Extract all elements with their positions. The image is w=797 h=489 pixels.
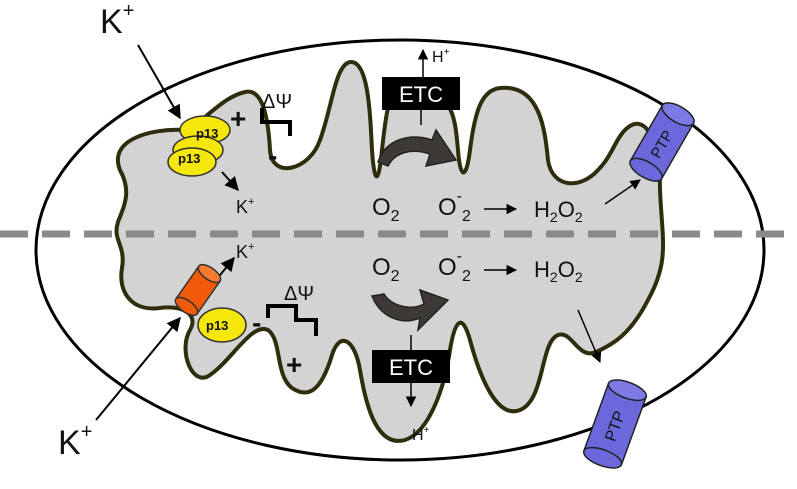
ptp-channel-top: PTP: [629, 102, 695, 182]
superoxide-bottom: O-2: [438, 248, 471, 285]
delta-psi-bottom: ΔΨ: [284, 283, 314, 305]
proton-label-bottom: H+: [412, 425, 430, 444]
delta-psi-top: ΔΨ: [262, 91, 292, 113]
plus-sign-top: +: [230, 103, 246, 134]
p13-complex-top: p13 p13: [167, 115, 231, 177]
oxygen-top: O2: [372, 194, 400, 225]
p13-label-a: p13: [196, 126, 218, 141]
delta-psi-bracket-top: [260, 108, 292, 136]
k-influx-arrow-bottom: [95, 316, 181, 421]
k-entry-arrow-top: [221, 171, 239, 192]
k-influx-arrow-top: [137, 44, 181, 120]
delta-psi-bracket-bottom: [266, 304, 318, 336]
p13-label-c: p13: [206, 318, 228, 333]
k-channel-bottom: [174, 263, 222, 317]
k-ion-bottom-outer: K+: [58, 421, 92, 462]
superoxide-top: O-2: [438, 188, 471, 225]
electron-flow-arrow-top: [377, 128, 458, 167]
minus-sign-bottom: -: [252, 307, 261, 338]
etc-label-top: ETC: [399, 82, 443, 107]
etc-box-bottom: [372, 350, 450, 383]
electron-flow-arrow-bottom: [370, 288, 450, 333]
k-ion-top-inner: K+: [236, 196, 254, 217]
plus-sign-bottom: +: [286, 349, 302, 380]
p13-label-b: p13: [178, 151, 200, 166]
inner-membrane-matrix: [114, 60, 666, 443]
oxygen-bottom: O2: [372, 254, 400, 285]
h2o2-to-ptp-arrow-top: [604, 179, 641, 205]
minus-sign-top: -: [268, 140, 277, 171]
etc-label-bottom: ETC: [389, 355, 433, 380]
proton-label-top: H+: [432, 47, 450, 66]
k-ion-top-outer: K+: [100, 0, 134, 41]
h2o2-to-ptp-arrow-bottom: [577, 309, 602, 363]
etc-box-top: [382, 77, 460, 110]
k-ion-bottom-inner: K+: [236, 241, 254, 262]
p13-protein-bottom: [197, 307, 247, 343]
h2o2-bottom: H2O2: [534, 257, 583, 285]
h2o2-top: H2O2: [534, 197, 583, 225]
ptp-channel-bottom: PTP: [582, 379, 648, 469]
